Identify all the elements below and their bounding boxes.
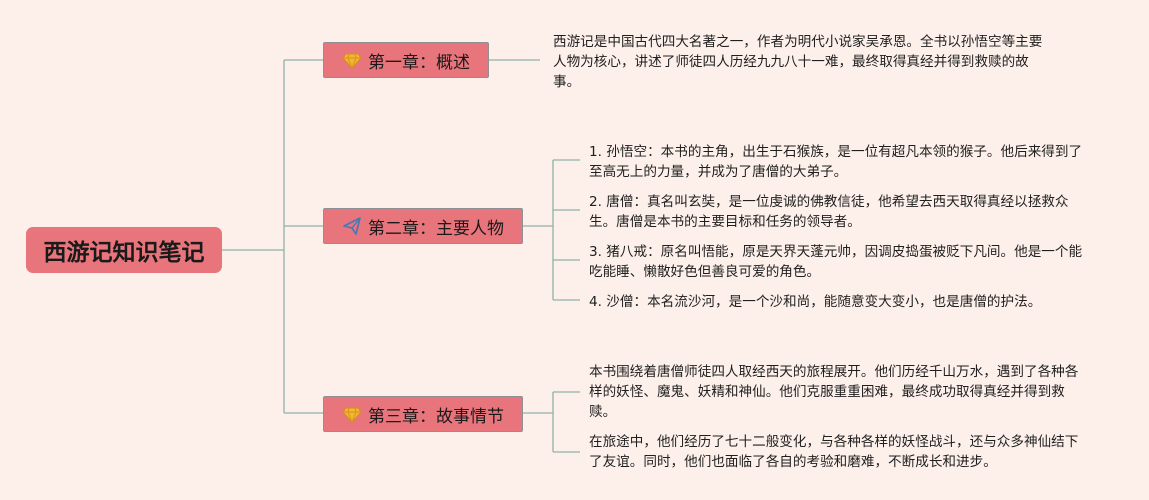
chapter-3-label: 第三章：故事情节 — [368, 406, 504, 427]
plot-item-2: 在旅途中，他们经历了七十二般变化，与各种各样的妖怪战斗，还与众多神仙结下了友谊。… — [589, 434, 1079, 470]
chapter-2-label: 第二章：主要人物 — [368, 218, 504, 239]
character-item-2: 2. 唐僧：真名叫玄奘，是一位虔诚的佛教信徒，他希望去西天取得真经以拯救众生。唐… — [589, 194, 1069, 230]
chapter-1-summary: 西游记是中国古代四大名著之一，作者为明代小说家吴承恩。全书以孙悟空等主要人物为核… — [553, 34, 1043, 90]
paper-plane-icon — [342, 216, 362, 236]
character-item-3: 3. 猪八戒：原名叫悟能，原是天界天蓬元帅，因调皮捣蛋被贬下凡间。他是一个能吃能… — [589, 244, 1083, 280]
chapter-2-node[interactable]: 第二章：主要人物 — [323, 208, 523, 244]
chapter-1-label: 第一章：概述 — [368, 52, 470, 73]
chapter-1-node[interactable]: 第一章：概述 — [323, 42, 489, 78]
character-item-4: 4. 沙僧：本名流沙河，是一个沙和尚，能随意变大变小，也是唐僧的护法。 — [589, 294, 1042, 310]
root-node[interactable]: 西游记知识笔记 — [26, 227, 222, 273]
root-title: 西游记知识笔记 — [43, 240, 205, 266]
diamond-icon — [342, 404, 362, 424]
chapter-3-node[interactable]: 第三章：故事情节 — [323, 396, 523, 432]
plot-item-1: 本书围绕着唐僧师徒四人取经西天的旅程展开。他们历经千山万水，遇到了各种各样的妖怪… — [589, 364, 1079, 420]
diamond-icon — [342, 50, 362, 70]
character-item-1: 1. 孙悟空：本书的主角，出生于石猴族，是一位有超凡本领的猴子。他后来得到了至高… — [589, 144, 1083, 180]
